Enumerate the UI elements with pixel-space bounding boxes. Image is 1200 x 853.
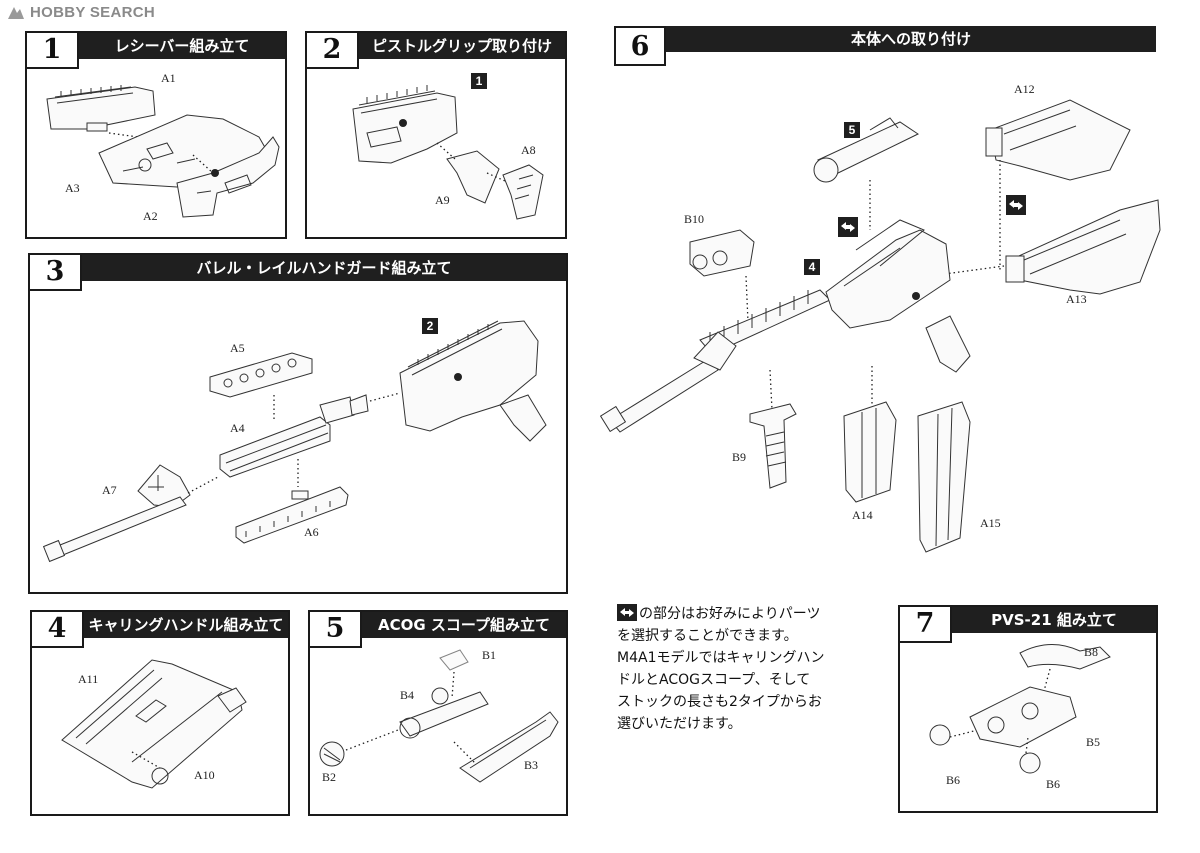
note-line-1: の部分はお好みによりパーツ (617, 603, 872, 625)
part-label-a11: A11 (78, 672, 99, 686)
step-ref-tag-5: 5 (844, 122, 860, 138)
step-7-number: 7 (900, 607, 952, 643)
part-label-b6-left: B6 (946, 773, 961, 787)
step-3-illustration (42, 320, 547, 563)
step-5-panel: 5 ACOG スコープ組み立て B1 B4 B2 B3 (308, 610, 568, 816)
note-text-line-3: M4A1モデルではキャリングハン (617, 650, 825, 666)
part-label-a9: A9 (435, 193, 450, 207)
step-ref-tag-2: 2 (422, 318, 438, 334)
part-label-b1: B1 (482, 648, 497, 662)
step-ref-tag-4: 4 (804, 259, 820, 275)
step-4-number: 4 (32, 612, 84, 648)
part-label-a12: A12 (1014, 82, 1035, 96)
step-5-title: ACOG スコープ組み立て (377, 616, 550, 634)
note-text-line-6: 選びいただけます。 (617, 716, 742, 732)
parts-choice-note: の部分はお好みによりパーツ を選択することができます。 M4A1モデルではキャリ… (617, 603, 872, 735)
part-label-b6-right: B6 (1046, 777, 1061, 791)
step-5-illustration (319, 649, 559, 783)
step-7-panel: 7 PVS-21 組み立て B8 B5 B6 B6 (898, 605, 1158, 813)
step-3-number: 3 (30, 255, 82, 291)
step-1-panel: 1 レシーバー組み立て A1 A3 A2 (25, 31, 287, 239)
hobby-search-logo-icon (8, 6, 24, 19)
note-text-line-4: ドルとACOGスコープ、そして (617, 672, 811, 688)
swap-arrows-icon (838, 217, 858, 237)
step-2-number: 2 (307, 33, 359, 69)
part-label-a14: A14 (852, 508, 873, 522)
part-label-a8: A8 (521, 143, 536, 157)
watermark-text: HOBBY SEARCH (30, 4, 156, 21)
step-3-panel: 3 バレル・レイルハンドガード組み立て 2 A5 A4 A7 A6 (28, 253, 568, 594)
part-label-a15: A15 (980, 516, 1001, 530)
part-label-b8: B8 (1084, 645, 1099, 659)
part-label-a1: A1 (161, 71, 176, 85)
step-6-title: 本体への取り付け (850, 30, 971, 48)
note-text-line-5: ストックの長さも2タイプからお (617, 694, 822, 710)
step-2-panel: 2 ピストルグリップ取り付け 1 A8 A9 (305, 31, 567, 239)
step-1-illustration (46, 85, 280, 218)
step-4-title: キャリングハンドル組み立て (88, 616, 284, 634)
part-label-a13: A13 (1066, 292, 1087, 306)
step-1-number: 1 (27, 33, 79, 69)
part-label-a4: A4 (230, 421, 245, 435)
step-7-illustration (929, 643, 1111, 774)
step-4-illustration (61, 659, 247, 789)
step-2-title: ピストルグリップ取り付け (371, 37, 552, 55)
part-label-b5: B5 (1086, 735, 1101, 749)
part-label-b2: B2 (322, 770, 337, 784)
step-6-illustration (600, 99, 1161, 553)
part-label-b10: B10 (684, 212, 705, 226)
step-5-number: 5 (310, 612, 362, 648)
note-text-line-2: を選択することができます。 (617, 628, 798, 644)
part-label-a2: A2 (143, 209, 158, 223)
part-label-a7: A7 (102, 483, 117, 497)
step-6-number: 6 (614, 26, 666, 66)
swap-arrows-icon (1006, 195, 1026, 215)
step-4-panel: 4 キャリングハンドル組み立て A11 A10 (30, 610, 290, 816)
part-label-a10: A10 (194, 768, 215, 782)
part-label-a5: A5 (230, 341, 245, 355)
part-label-b4: B4 (400, 688, 415, 702)
note-text-line-1: の部分はお好みによりパーツ (639, 606, 821, 622)
step-1-title: レシーバー組み立て (114, 37, 250, 55)
part-label-b9: B9 (732, 450, 747, 464)
step-3-title: バレル・レイルハンドガード組み立て (196, 259, 452, 277)
step-7-title: PVS-21 組み立て (991, 611, 1117, 629)
step-ref-tag-1: 1 (471, 73, 487, 89)
part-label-b3: B3 (524, 758, 539, 772)
part-label-a3: A3 (65, 181, 80, 195)
part-label-a6: A6 (304, 525, 319, 539)
step-2-illustration (352, 85, 544, 220)
swap-arrows-icon (617, 604, 637, 621)
step-6-panel: 6 本体への取り付け (614, 26, 1156, 66)
watermark: HOBBY SEARCH (6, 4, 155, 21)
